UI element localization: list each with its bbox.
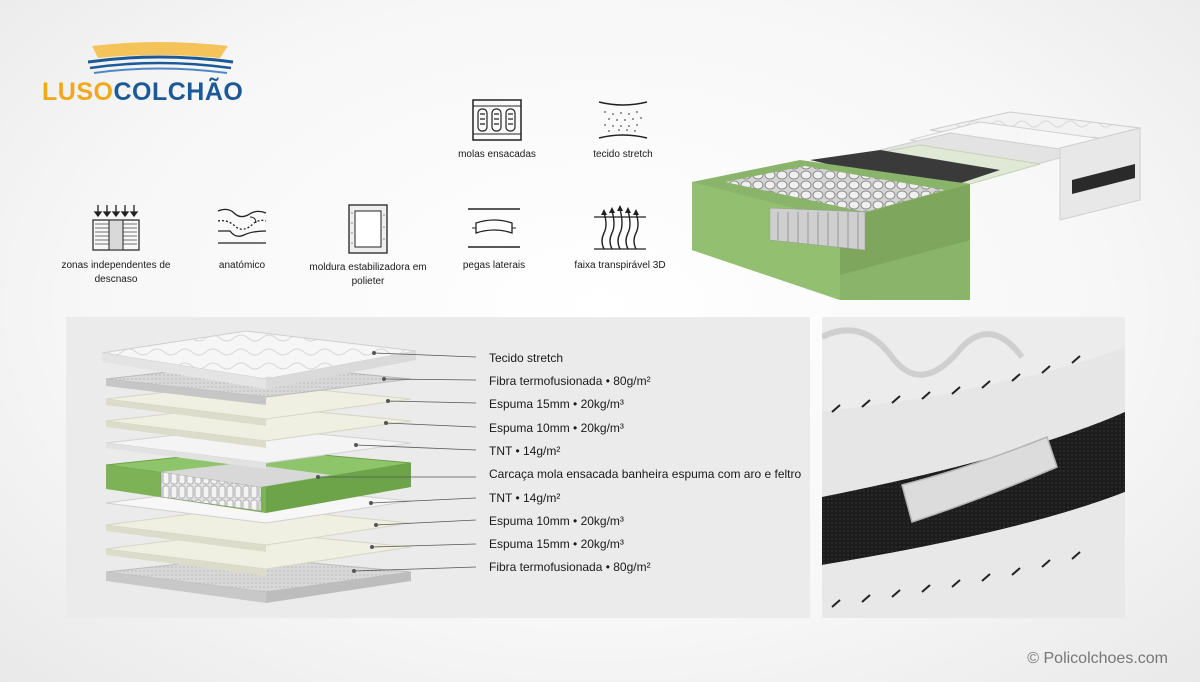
layer-label-spring-core: Carcaça mola ensacada banheira espuma co… xyxy=(489,467,802,481)
layer-breakdown-panel: Tecido stretch Fibra termofusionada • 80… xyxy=(66,317,810,618)
feature-label: moldura estabilizadora em polieter xyxy=(309,262,427,287)
mattress-cutaway-illustration xyxy=(680,100,1160,305)
independent-zones-icon xyxy=(92,205,140,251)
logo-part-colchao: COLCHÃO xyxy=(113,78,244,106)
breathable-3d-icon xyxy=(594,205,646,250)
copyright-credit: © Policolchoes.com xyxy=(1027,650,1168,667)
leader-lines xyxy=(315,351,477,573)
layer-label-foam-10-top: Espuma 10mm • 20kg/m³ xyxy=(489,421,624,435)
layer-label-stretch-fabric: Tecido stretch xyxy=(489,351,564,365)
brand-logo: LUSOCOLCHÃO xyxy=(38,40,243,110)
pocket-springs-icon xyxy=(472,99,522,141)
feature-stretch-fabric: tecido stretch xyxy=(563,98,683,162)
logo-waves-icon xyxy=(88,42,234,74)
feature-label: zonas independentes de descnaso xyxy=(61,260,171,285)
mattress-cutaway-svg xyxy=(692,111,1141,300)
feature-pocket-springs: molas ensacadas xyxy=(437,98,557,162)
logo-part-luso: LUSO xyxy=(42,78,114,106)
layer-stretch-fabric xyxy=(101,330,417,380)
feature-anatomic: anatómico xyxy=(182,203,302,273)
layer-label-tnt-top: TNT • 14g/m² xyxy=(489,444,561,458)
feature-side-handles: pegas laterais xyxy=(434,203,554,273)
layer-label-foam-10-bottom: Espuma 10mm • 20kg/m³ xyxy=(489,514,624,528)
stretch-fabric-icon xyxy=(598,101,648,139)
layer-label-fiber-top: Fibra termofusionada • 80g/m² xyxy=(489,374,651,388)
stabilizing-frame-icon xyxy=(348,204,388,254)
feature-stabilizing-frame: moldura estabilizadora em polieter xyxy=(308,203,428,289)
feature-label: anatómico xyxy=(218,260,266,271)
exploded-layers-svg xyxy=(101,330,477,603)
side-handles-icon xyxy=(468,208,520,248)
feature-label: molas ensacadas xyxy=(458,149,536,160)
feature-breathable-3d: faixa transpirável 3D xyxy=(560,203,680,273)
mattress-closeup-svg xyxy=(822,317,1125,618)
anatomic-icon xyxy=(217,208,267,244)
mattress-closeup-photo xyxy=(822,317,1125,618)
layer-label-tnt-bottom: TNT • 14g/m² xyxy=(489,491,561,505)
feature-label: pegas laterais xyxy=(462,260,526,271)
feature-label: faixa transpirável 3D xyxy=(574,260,666,271)
layer-label-foam-15-top: Espuma 15mm • 20kg/m³ xyxy=(489,397,624,411)
feature-label: tecido stretch xyxy=(593,149,653,160)
feature-independent-zones: zonas independentes de descnaso xyxy=(56,203,176,287)
layer-label-foam-15-bottom: Espuma 15mm • 20kg/m³ xyxy=(489,537,624,551)
layer-label-fiber-bottom: Fibra termofusionada • 80g/m² xyxy=(489,560,651,574)
logo-wordmark: LUSOCOLCHÃO xyxy=(42,78,243,107)
